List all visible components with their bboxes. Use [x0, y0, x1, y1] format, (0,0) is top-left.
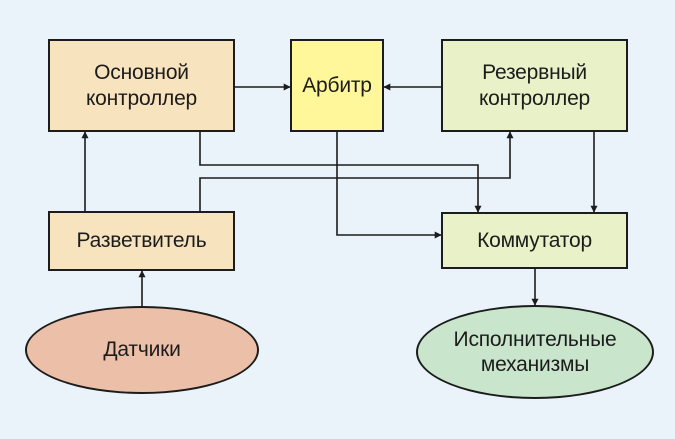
switch-block: Коммутатор: [441, 212, 628, 269]
edge-main-controller-to-switch: [199, 132, 482, 213]
edge-splitter-to-backup-controller: [199, 131, 514, 211]
arbiter-block: Арбитр: [290, 39, 384, 132]
sensors-ellipse: Датчики: [25, 306, 259, 394]
edge-arbiter-to-switch: [336, 132, 442, 239]
actuators-ellipse: Исполнительные механизмы: [416, 305, 654, 399]
backup-controller-block: Резервный контроллер: [441, 39, 628, 132]
splitter-block: Разветвитель: [48, 211, 235, 271]
main-controller-block: Основной контроллер: [48, 39, 235, 132]
